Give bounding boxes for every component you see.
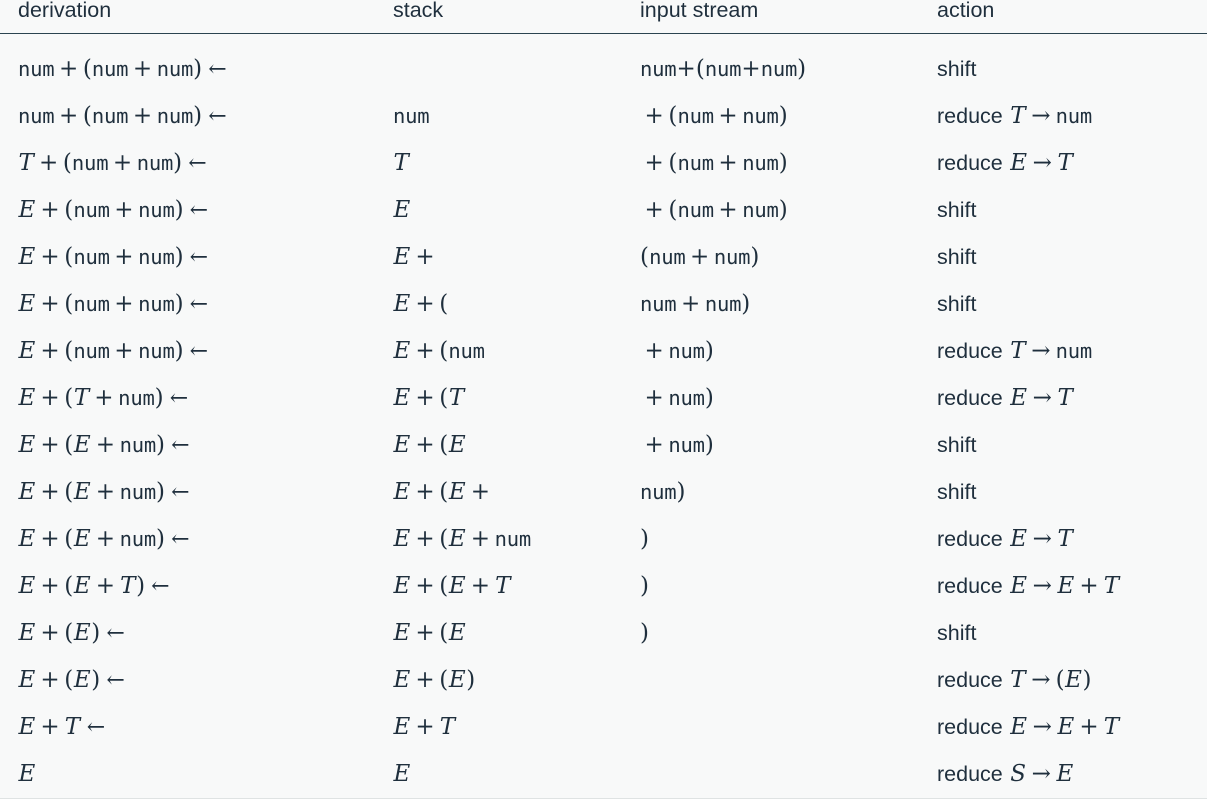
cell-input-stream — [630, 657, 928, 704]
cell-input-stream: num+(num+num) — [640, 56, 807, 82]
cell-input-stream: ) — [640, 620, 650, 646]
cell-action: shift — [937, 621, 977, 646]
table-row: E+(E)← E+(E) shift — [0, 610, 1207, 657]
cell-stack: E — [381, 750, 630, 799]
cell-derivation: E+(num+num)← — [18, 291, 209, 317]
table-row: E+(num+num)← E +(num+num) shift — [0, 187, 1207, 234]
cell-input-stream: +num) — [644, 338, 714, 364]
cell-stack: E+(num — [393, 338, 485, 364]
column-header-action: action — [928, 0, 1207, 34]
cell-input-stream: +num) — [644, 385, 714, 411]
cell-action: shift — [937, 198, 977, 223]
cell-derivation: E+(num+num)← — [18, 197, 209, 223]
cell-stack: num — [393, 104, 430, 128]
cell-derivation: num+(num+num)← — [18, 56, 227, 82]
cell-action: shift — [937, 433, 977, 458]
cell-stack: E+(E — [393, 432, 466, 458]
cell-derivation: E+(E+num)← — [18, 526, 190, 552]
cell-stack: E+(E+num — [393, 526, 532, 552]
cell-input-stream — [630, 704, 928, 751]
table-row: E+(num+num)← E+ (num+num) shift — [0, 234, 1207, 281]
cell-stack: E+(E — [393, 620, 466, 646]
column-header-derivation: derivation — [0, 0, 381, 34]
cell-input-stream: ) — [640, 573, 650, 599]
cell-derivation: E+(num+num)← — [18, 244, 209, 270]
column-header-stack: stack — [381, 0, 630, 34]
cell-input-stream: +(num+num) — [644, 197, 788, 223]
cell-derivation: E+(T+num)← — [18, 385, 189, 411]
header-row: derivation stack input stream action — [0, 0, 1207, 34]
cell-derivation: E+(E)← — [18, 620, 125, 646]
cell-input-stream: +num) — [644, 432, 714, 458]
cell-derivation: E — [0, 750, 381, 799]
cell-stack: T — [393, 150, 409, 176]
cell-derivation: T+(num+num)← — [18, 150, 207, 176]
cell-input-stream: num) — [640, 479, 686, 505]
cell-stack: E+ — [393, 244, 435, 270]
cell-derivation: E+(num+num)← — [18, 338, 209, 364]
cell-input-stream: +(num+num) — [644, 150, 788, 176]
cell-derivation: E+(E)← — [18, 667, 125, 693]
cell-stack: E+(E+T — [393, 573, 511, 599]
table-row: E+(E+num)← E+(E +num) shift — [0, 422, 1207, 469]
cell-action: shift — [937, 245, 977, 270]
cell-stack: E+(E) — [393, 667, 476, 693]
cell-stack: E+(T — [393, 385, 465, 411]
cell-action: shift — [937, 292, 977, 317]
cell-derivation: E+(E+T)← — [18, 573, 170, 599]
cell-stack: E — [393, 197, 411, 223]
table-row: E+(num+num)← E+( num+num) shift — [0, 281, 1207, 328]
table-row: num+(num+num)← num+(num+num) shift — [0, 33, 1207, 93]
cell-stack: E+(E+ — [393, 479, 491, 505]
cell-input-stream: ) — [640, 526, 650, 552]
cell-stack: E+( — [393, 291, 449, 317]
cell-input-stream: +(num+num) — [644, 103, 788, 129]
table-row: E+(E+num)← E+(E+ num) shift — [0, 469, 1207, 516]
cell-input-stream: (num+num) — [640, 244, 760, 270]
cell-derivation: E+(E+num)← — [18, 479, 190, 505]
cell-action: shift — [937, 480, 977, 505]
column-header-input-stream: input stream — [630, 0, 928, 34]
cell-input-stream: num+num) — [640, 291, 751, 317]
cell-action: shift — [937, 57, 977, 82]
cell-derivation: num+(num+num)← — [18, 103, 227, 129]
cell-stack — [381, 33, 630, 93]
table-header: derivation stack input stream action — [0, 0, 1207, 34]
cell-stack: E+T — [393, 714, 456, 740]
cell-derivation: E+(E+num)← — [18, 432, 190, 458]
cell-input-stream — [630, 750, 928, 799]
cell-derivation: E+T← — [18, 714, 106, 740]
